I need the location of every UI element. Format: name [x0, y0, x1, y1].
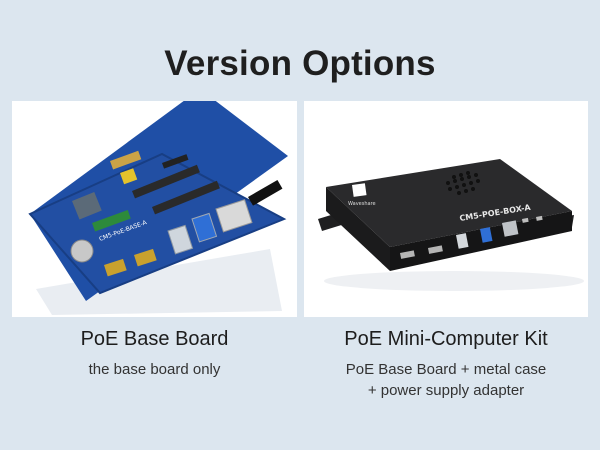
page-title: Version Options — [164, 44, 436, 83]
option-desc-base-board: the base board only — [88, 361, 221, 378]
brand-label: Waveshare — [348, 201, 376, 207]
option-title-base-board: PoE Base Board — [80, 328, 229, 350]
option-desc-line-1: PoE Base Board + metal case — [345, 361, 547, 378]
option-card-base-board[interactable]: CM5-PoE-BASE-A — [12, 101, 297, 317]
base-board-image: CM5-PoE-BASE-A — [28, 101, 288, 315]
option-title-mini-computer-kit: PoE Mini-Computer Kit — [344, 328, 548, 350]
option-desc-line-2: + power supply adapter — [367, 382, 525, 399]
mini-computer-kit-image: Waveshare CM5-POE-BOX-A — [318, 159, 584, 291]
option-card-mini-computer-kit[interactable]: Waveshare CM5-POE-BOX-A — [304, 101, 588, 317]
